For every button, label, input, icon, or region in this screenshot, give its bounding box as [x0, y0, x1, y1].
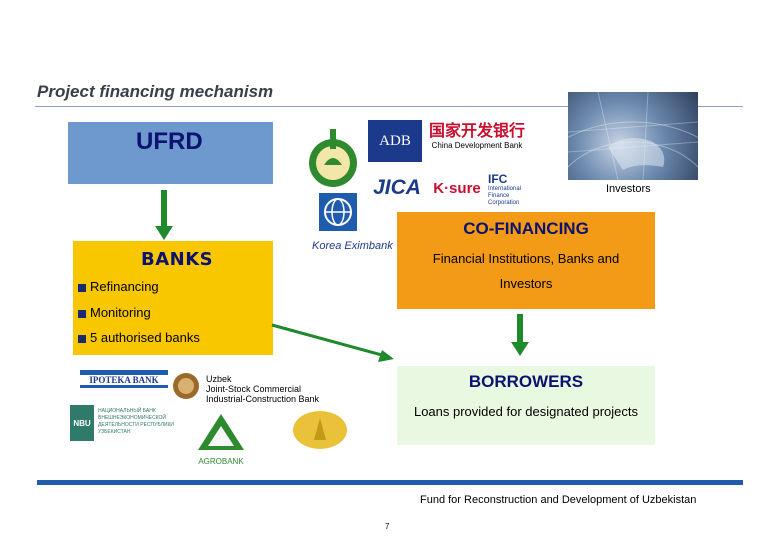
- ufrd-box: [68, 122, 273, 184]
- borrowers-box: [397, 366, 655, 445]
- ipoteka-stripe-top: [80, 370, 168, 375]
- borrowers-text: Loans provided for designated projects: [413, 404, 639, 419]
- ifc-logo: IFC International Finance Corporation: [488, 172, 530, 206]
- banks-bullet-monitoring: Monitoring: [78, 305, 151, 320]
- cofinancing-text-line1: Financial Institutions, Banks and: [432, 251, 620, 266]
- investors-caption: Investors: [606, 183, 651, 195]
- arrow-ufrd-to-banks-head: [155, 226, 173, 240]
- page-number: 7: [385, 522, 390, 531]
- korea-eximbank-logo: Korea Eximbank: [312, 240, 393, 252]
- isdb-emblem-icon: [309, 129, 357, 187]
- cdb-chinese-name: 国家开发银行: [428, 123, 525, 140]
- banks-box: [73, 241, 273, 355]
- uzpsb-line1: Uzbek: [206, 374, 232, 384]
- ksure-logo: K·sure: [433, 179, 481, 197]
- banks-label: BANKS: [141, 249, 214, 270]
- cdb-english-name: China Development Bank: [431, 141, 523, 150]
- islamic-development-bank-logo: [303, 124, 363, 192]
- uzpsb-coin-icon: [173, 373, 199, 399]
- world-bank-globe-icon: [319, 193, 357, 231]
- adb-logo: ADB: [368, 120, 422, 162]
- arrow-cofin-to-borrowers-head: [511, 342, 529, 356]
- ifc-name: IFC: [488, 172, 508, 186]
- china-development-bank-logo: 国家开发银行 China Development Bank: [426, 117, 528, 165]
- banks-bullet-refinancing: Refinancing: [78, 279, 159, 294]
- cofinancing-title: CO-FINANCING: [463, 219, 589, 238]
- globe-grid-icon: [568, 92, 698, 180]
- arrow-cofin-to-borrowers-shaft: [517, 314, 523, 344]
- cofinancing-box: [397, 212, 655, 309]
- borrowers-title: BORROWERS: [468, 372, 584, 391]
- uzpsb-line3: Industrial-Construction Bank: [206, 394, 320, 404]
- title-divider: [35, 106, 743, 107]
- ufrd-label: UFRD: [136, 128, 203, 155]
- ipoteka-stripe-bottom: [80, 385, 168, 388]
- cofinancing-text-line2: Investors: [499, 276, 553, 291]
- bullet-icon: [78, 283, 86, 292]
- agrobank-emblem-icon: [198, 414, 244, 450]
- banks-bullet-authorised: 5 authorised banks: [78, 330, 200, 345]
- arrow-banks-to-borrowers: [271, 323, 394, 362]
- asaka-emblem-icon: [293, 411, 347, 449]
- arrow-diagonal-line: [271, 323, 383, 357]
- footer-text: Fund for Reconstruction and Development …: [420, 494, 697, 506]
- world-bank-logo: [318, 192, 358, 232]
- ipoteka-bank-logo: IPOTEKA BANK: [80, 370, 168, 392]
- nbu-name: НАЦИОНАЛЬНЫЙ БАНК ВНЕШНЕЭКОНОМИЧЕСКОЙ ДЕ…: [98, 408, 174, 435]
- arrow-ufrd-to-banks-shaft: [161, 190, 167, 228]
- agrobank-name: AGROBANK: [198, 457, 244, 466]
- globe-network-image: [568, 92, 698, 180]
- uzpsb-emblem: [172, 372, 200, 400]
- uzpsb-name: Uzbek Joint-Stock Commercial Industrial-…: [206, 374, 319, 404]
- asaka-bank-logo: [292, 410, 348, 450]
- bullet-icon: [78, 309, 86, 318]
- agrobank-logo: AGROBANK: [196, 412, 246, 466]
- nbu-emblem: NBU: [70, 405, 94, 441]
- slide-title: Project financing mechanism: [37, 82, 274, 101]
- footer-divider: [37, 480, 743, 485]
- bullet-icon: [78, 334, 86, 343]
- jica-logo: JICA: [373, 176, 421, 199]
- arrow-diagonal-head: [378, 350, 394, 362]
- ipoteka-name: IPOTEKA BANK: [89, 375, 159, 385]
- ifc-subtitle: International Finance Corporation: [488, 186, 522, 206]
- uzpsb-line2: Joint-Stock Commercial: [206, 384, 302, 394]
